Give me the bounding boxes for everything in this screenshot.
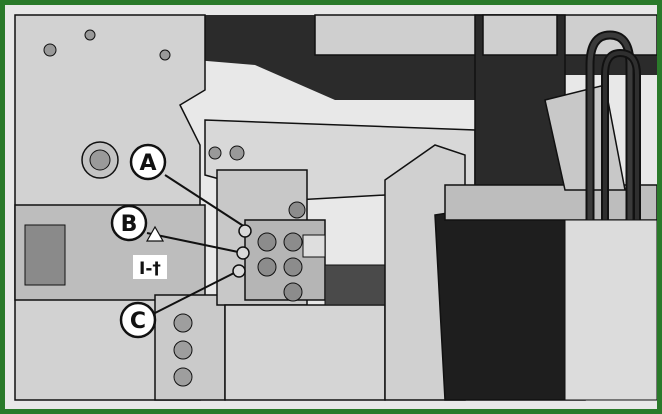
callout-a-label: A [139,151,156,176]
callout-c-label: C [130,309,146,334]
hydraulic-valve-illustration: I-† A B C [5,5,657,409]
port-b-point [236,246,250,260]
callout-c: C [119,301,157,339]
callout-b-label: B [121,212,138,237]
lift-symbol-label: I-† [139,259,161,279]
callout-a: A [129,143,167,181]
leader-lines [146,174,246,314]
leader-line-a [164,174,246,228]
warning-triangle-icon [145,225,165,242]
lift-symbol: I-† [133,255,167,279]
port-a-point [238,224,252,238]
connection-points [232,224,252,278]
port-c-point [232,264,246,278]
machinery-background [5,5,657,409]
leader-line-c [154,269,241,314]
callout-b: B [110,204,148,242]
leader-line-b [146,232,244,254]
